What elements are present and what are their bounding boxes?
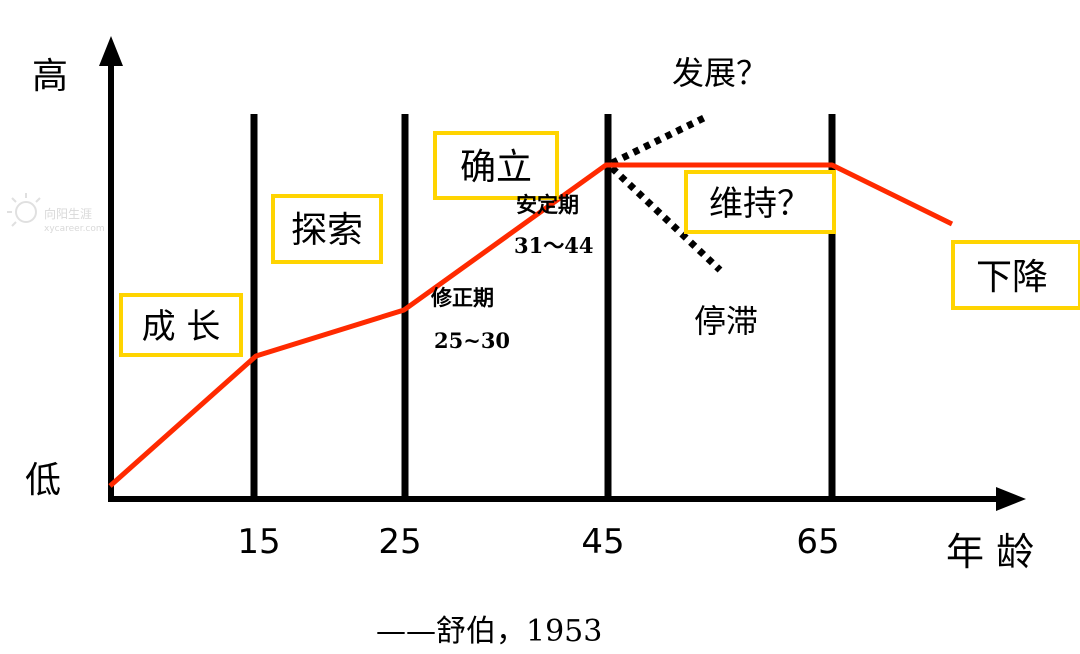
- branch-stagnate-line: [609, 165, 723, 273]
- correction-period-range: 25~30: [434, 328, 510, 353]
- stage-label-explore: 探索: [291, 210, 363, 251]
- stage-box-growth: 成 长: [119, 293, 243, 357]
- correction-period-label: 修正期: [430, 285, 494, 310]
- axes: [99, 36, 1026, 511]
- tick-label-65: 65: [796, 522, 839, 562]
- y-axis-high-label: 高: [32, 56, 68, 97]
- branch-stagnate-label: 停滞: [694, 302, 758, 340]
- stage-label-establish: 确立: [460, 147, 532, 188]
- branch-lines: [609, 112, 723, 273]
- career-curve: [108, 162, 954, 488]
- stage-label-maintain: 维持？: [709, 184, 811, 224]
- stage-box-explore: 探索: [271, 194, 383, 264]
- y-axis-arrow-icon: [99, 36, 123, 66]
- branch-develop-label: 发展？: [672, 54, 768, 92]
- watermark-text-en: xycareer.com: [44, 224, 105, 234]
- tick-label-15: 15: [237, 522, 280, 562]
- branch-develop-line: [610, 112, 710, 167]
- tick-label-45: 45: [581, 522, 624, 562]
- watermark-logo: 向阳生涯 xycareer.com: [7, 193, 105, 234]
- stage-label-decline: 下降: [976, 257, 1048, 298]
- sun-icon: [7, 193, 41, 227]
- stable-period-label: 安定期: [516, 192, 579, 217]
- y-axis-low-label: 低: [25, 460, 61, 501]
- stage-box-decline: 下降: [951, 240, 1080, 310]
- source-caption: ——舒伯，1953: [376, 614, 602, 649]
- x-tick-labels: 15 25 45 65: [237, 522, 839, 562]
- stage-box-maintain: 维持？: [684, 170, 836, 234]
- stage-box-establish: 确立: [433, 131, 559, 200]
- stable-period-range: 31～44: [514, 233, 593, 258]
- x-axis-arrow-icon: [996, 487, 1026, 511]
- watermark-text-cn: 向阳生涯: [44, 206, 92, 221]
- stage-label-growth: 成 长: [142, 307, 221, 347]
- x-axis-title: 年 龄: [946, 530, 1034, 574]
- tick-label-25: 25: [378, 522, 421, 562]
- sub-period-labels: 修正期 25~30 安定期 31～44: [430, 192, 593, 353]
